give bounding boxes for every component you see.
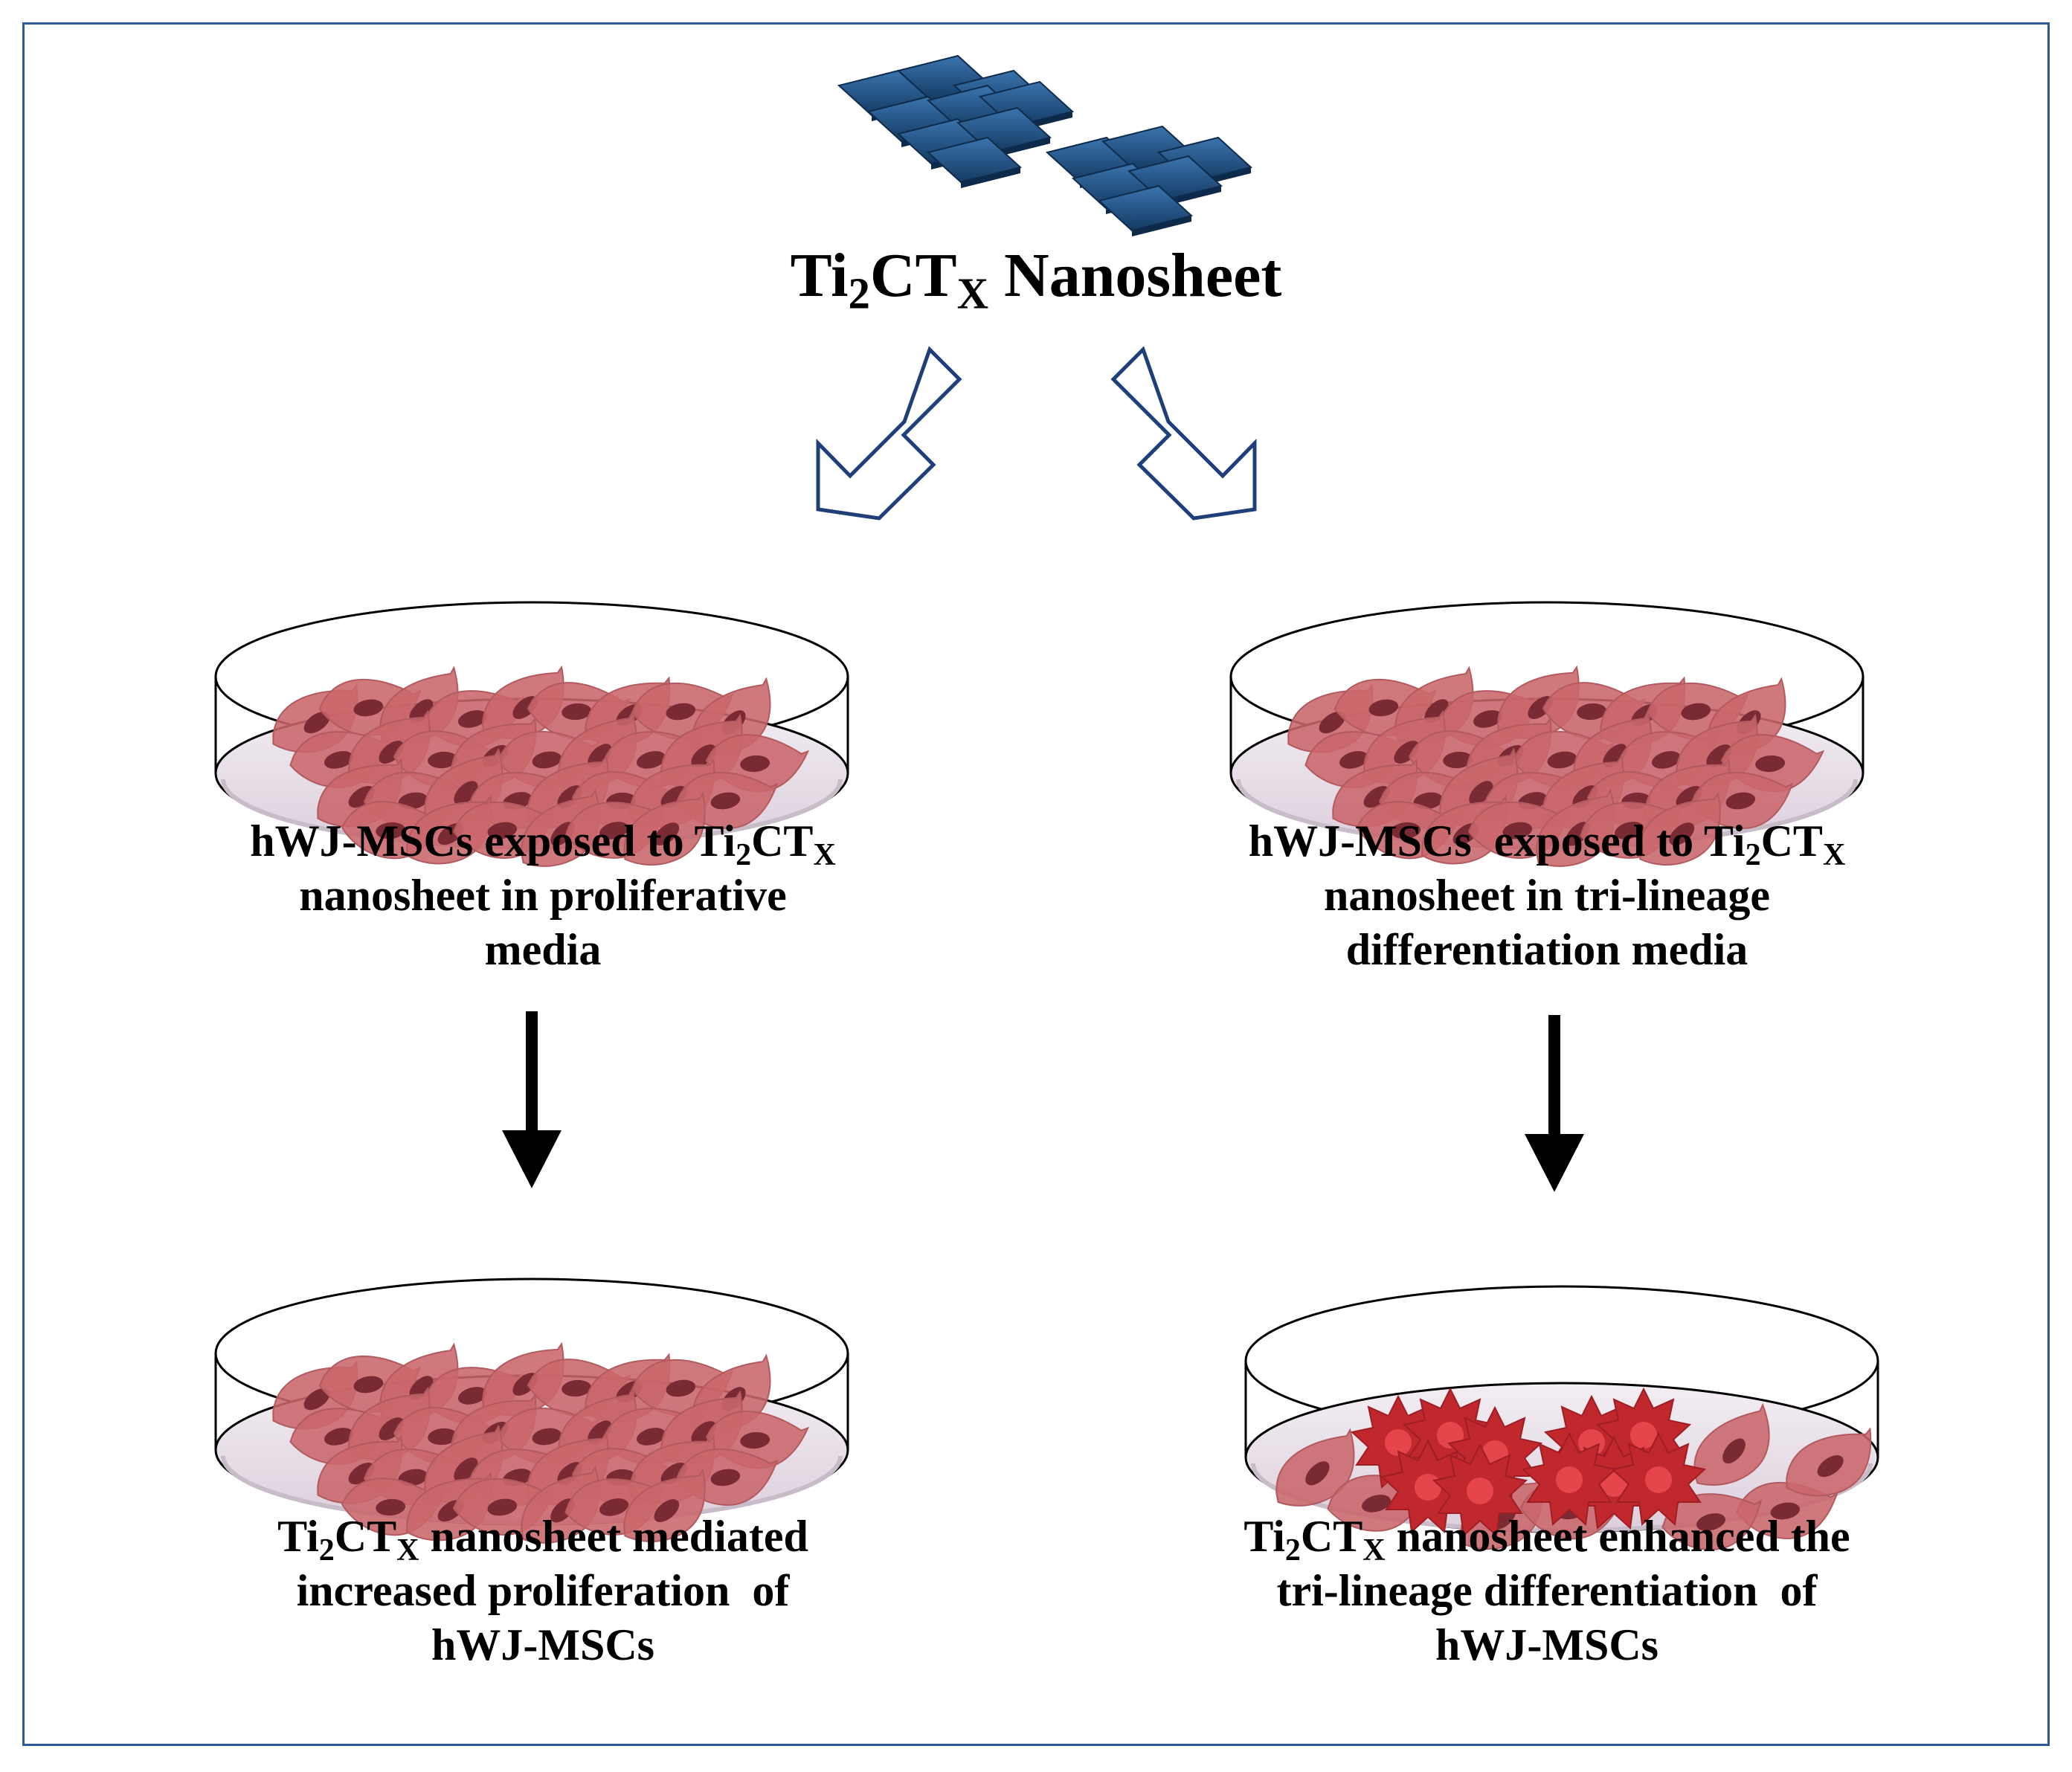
diagram-title: Ti2CTX Nanosheet [790,241,1282,318]
arrow-down-right [1525,1015,1584,1192]
nanosheet-tile [1097,184,1194,236]
nanosheet-tile [926,136,1023,188]
label-differentiation-result: Ti2CTX nanosheet enhanced the tri-lineag… [1243,1512,1850,1670]
petri-dish-top-left [214,601,849,877]
petri-dish-top-right [1229,601,1865,877]
hollow-arrow-left [816,346,962,521]
label-proliferation-result: Ti2CTX nanosheet mediated increased prol… [277,1512,808,1670]
petri-dish-bottom-right [1244,1285,1881,1559]
hollow-arrow-right [1110,346,1257,521]
nanosheet-tiles [837,54,1253,236]
petri-dish-bottom-left [214,1278,849,1554]
label-proliferative-exposure: hWJ-MSCs exposed to Ti2CTX nanosheet in … [250,816,836,975]
arrow-down-left [502,1011,562,1188]
label-differentiation-exposure: hWJ-MSCs exposed to Ti2CTX nanosheet in … [1248,816,1846,975]
figure-frame [22,22,2050,1746]
